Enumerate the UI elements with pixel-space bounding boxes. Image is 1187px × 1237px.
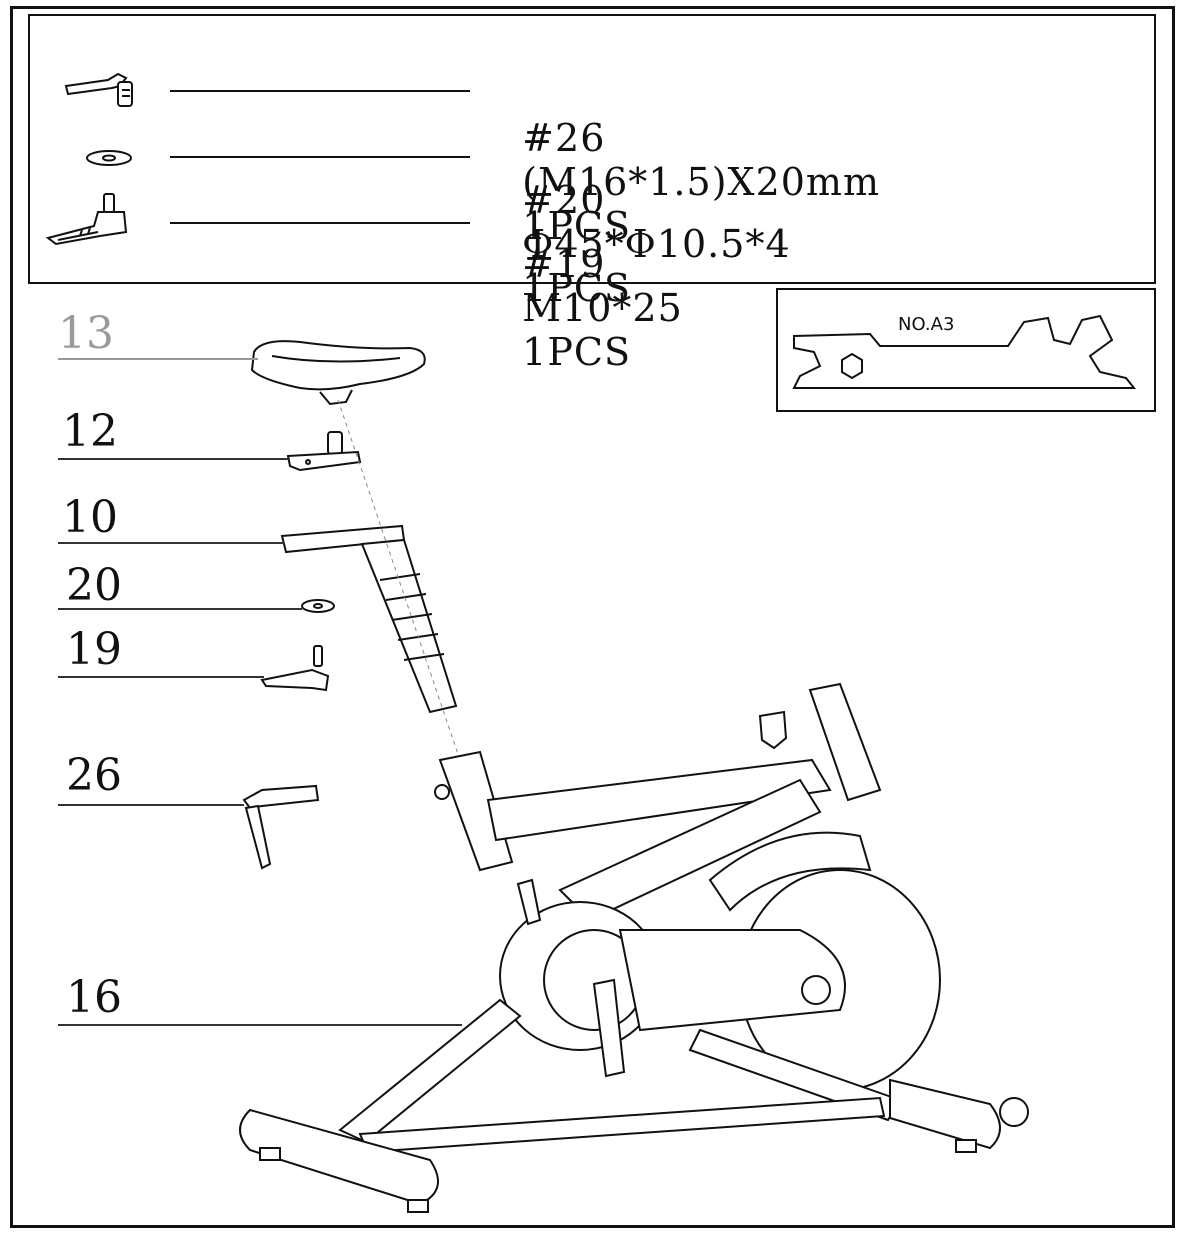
washer-icon [86,150,132,166]
lever-handle-icon [64,72,133,107]
wrench-icon [792,314,1137,389]
callout-seat: 13 [58,308,114,359]
part-spec-20: #20 Φ45*Φ10.5*4 1PCS [496,134,791,310]
callout-seat-slider: 10 [62,492,118,543]
part-number: #19 [522,242,606,286]
callout-line [58,1024,462,1026]
adjust-knob-icon [45,193,128,246]
part-dimension: M10*25 [522,286,683,330]
post-lever [242,784,450,870]
part-number: #26 [522,116,606,160]
washer-part [301,599,335,613]
callout-washer: 20 [66,560,122,611]
bike-frame [239,682,1029,1213]
part-spec-26: #26 (M16*1.5)X20mm 1PCS [496,72,880,248]
callout-line [58,458,290,460]
callout-seat-clamp: 12 [62,406,118,457]
seat-slider [280,524,458,714]
parts-list [28,14,1156,284]
callout-frame: 16 [66,972,122,1023]
callout-line [58,542,284,544]
part-quantity: 1PCS [522,204,632,248]
part-dimension: (M16*1.5)X20mm [522,160,880,204]
leader-line [170,222,470,224]
callout-slider-knob: 19 [66,624,122,675]
diagram-frame [10,6,1175,1228]
leader-line [170,156,470,158]
part-spec-19: #19 M10*25 1PCS [496,198,683,374]
callout-post-lever: 26 [66,750,122,801]
part-quantity: 1PCS [522,266,632,310]
slider-knob [260,645,330,692]
seat-saddle [250,340,426,406]
leader-line [170,90,470,92]
part-quantity: 1PCS [522,330,632,374]
seat-clamp [286,431,362,472]
callout-line [58,608,302,610]
part-number: #20 [522,178,606,222]
tool-panel [776,288,1156,412]
callout-line [58,676,264,678]
callout-line [58,804,244,806]
part-dimension: Φ45*Φ10.5*4 [522,222,791,266]
callout-line [58,358,258,360]
tool-label: NO.A3 [898,314,955,335]
